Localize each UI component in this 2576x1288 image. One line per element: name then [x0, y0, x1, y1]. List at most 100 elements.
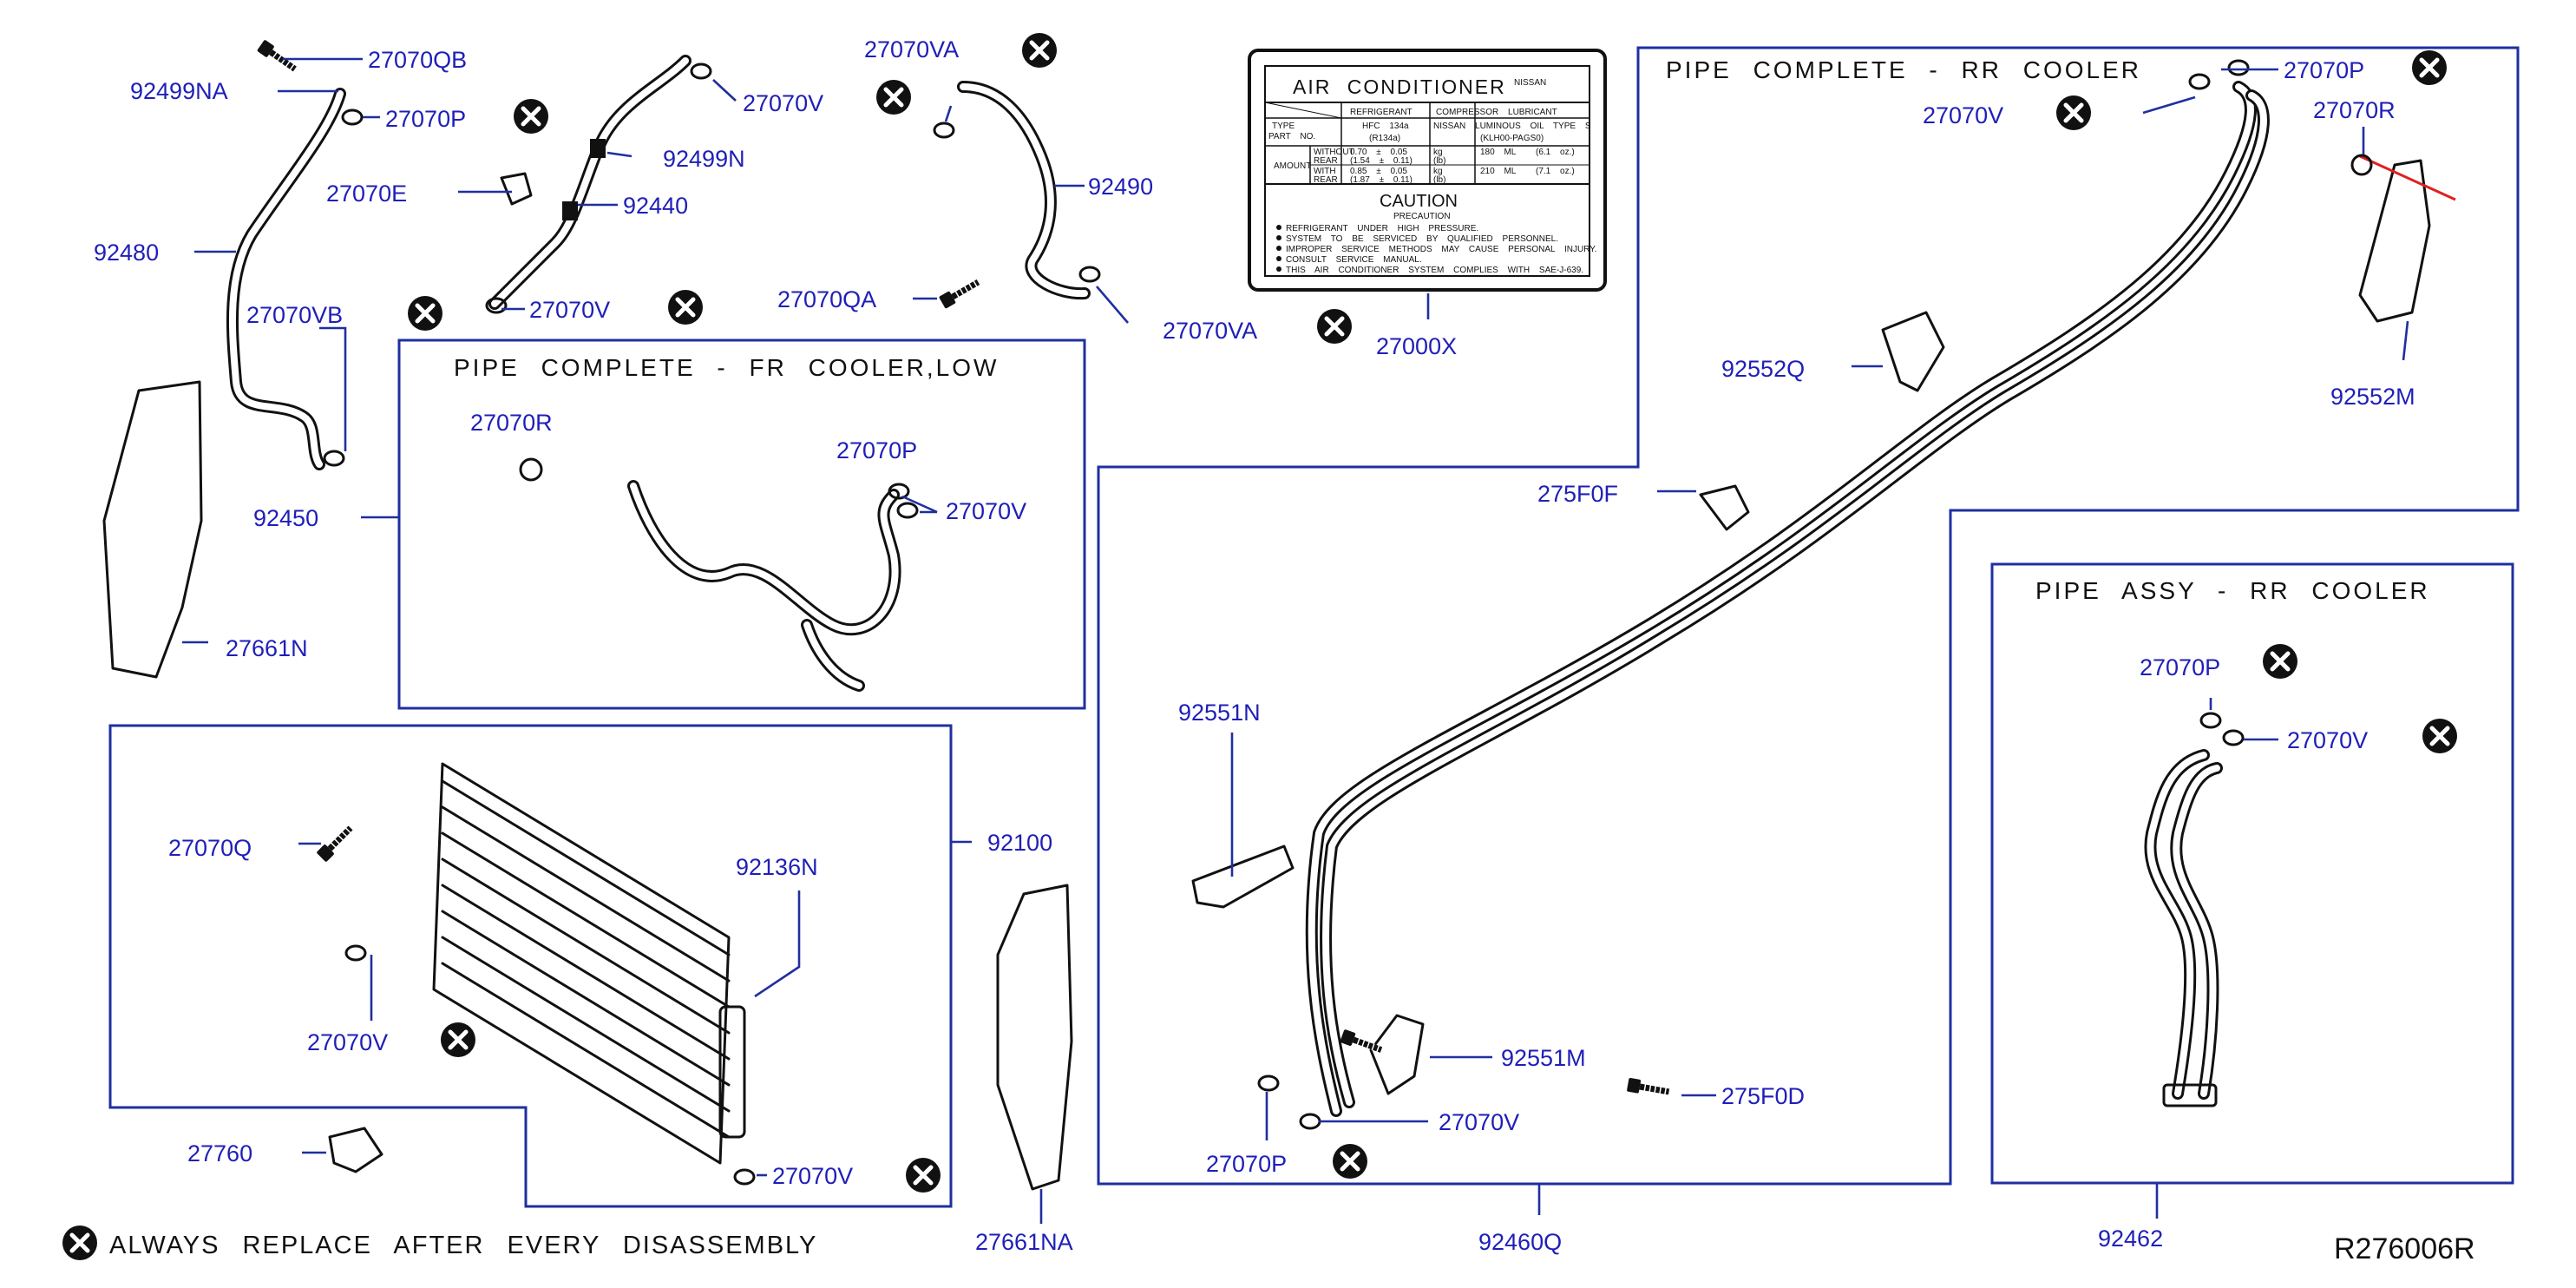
card-row2-g: 210 ML	[1480, 167, 1517, 176]
box-title-rr-cooler-assy: PIPE ASSY - RR COOLER	[2035, 577, 2430, 604]
card-row2-b: REAR	[1314, 175, 1338, 185]
label-27070R-rr: 27070R	[2313, 97, 2396, 123]
label-27070VA-top: 27070VA	[864, 36, 959, 62]
label-27070P: 27070P	[385, 106, 466, 132]
label-92552M: 92552M	[2330, 384, 2415, 410]
oring-27070V-g	[1299, 1113, 1321, 1130]
replace-x-icon	[2263, 644, 2297, 679]
label-92480: 92480	[94, 240, 159, 266]
card-col-refrigerant: REFRIGERANT	[1350, 108, 1413, 117]
card-hfc: HFC 134a	[1362, 122, 1409, 131]
replace-x-icon	[514, 99, 548, 134]
legend-x-icon	[62, 1226, 97, 1260]
label-92450: 92450	[253, 505, 318, 531]
box-rr-cooler-assy	[1990, 562, 2514, 1185]
bolt-275F0D	[1627, 1078, 1670, 1099]
label-27070E: 27070E	[326, 181, 407, 207]
card-part-no: PART NO.	[1268, 132, 1315, 141]
label-27070QA: 27070QA	[777, 286, 876, 312]
label-92499N: 92499N	[663, 146, 745, 172]
card-row2-c: 0.85 ± 0.05	[1350, 167, 1407, 176]
card-bullet-2: SYSTEM TO BE SERVICED BY QUALIFIED PERSO…	[1286, 234, 1558, 244]
oring-27070V-a	[690, 62, 712, 80]
oring-27070P-d	[1257, 1074, 1280, 1092]
diagram-reference: R276006R	[2334, 1232, 2475, 1265]
label-92460Q: 92460Q	[1478, 1229, 1562, 1255]
replace-x-icon	[2412, 50, 2447, 85]
label-27070V-lower: 27070V	[529, 297, 610, 323]
replace-x-icon	[408, 296, 442, 331]
replace-x-icon	[876, 80, 911, 115]
oring-27070V-f	[2188, 73, 2211, 90]
label-27070V-cond-bottom: 27070V	[772, 1163, 853, 1189]
bolt-27070Q	[316, 823, 355, 862]
card-bullet-5: THIS AIR CONDITIONER SYSTEM COMPLIES WIT…	[1286, 266, 1583, 275]
bracket-92552M	[2358, 159, 2431, 323]
label-92490: 92490	[1088, 174, 1153, 200]
oring-27070VB	[323, 450, 345, 467]
label-275F0D: 275F0D	[1721, 1083, 1805, 1109]
card-row1-c: 0.70 ± 0.05	[1350, 148, 1407, 157]
card-row2-f: (lb)	[1433, 175, 1445, 185]
oring-27070P-c	[2227, 59, 2250, 76]
shield-27661N	[102, 380, 203, 679]
shield-27661NA	[996, 884, 1073, 1191]
card-row2-h: (7.1 oz.)	[1536, 167, 1575, 176]
box-title-fr-cooler-low: PIPE COMPLETE - FR COOLER,LOW	[454, 354, 999, 381]
bracket-92551M	[1369, 1014, 1425, 1095]
label-92551N: 92551N	[1178, 700, 1261, 726]
label-27760: 27760	[187, 1140, 252, 1166]
card-row2-a: WITH	[1314, 167, 1336, 176]
label-92136N: 92136N	[736, 854, 818, 880]
leader-lines	[182, 57, 2409, 1224]
card-caution: CAUTION	[1380, 192, 1458, 211]
label-27070V-assy: 27070V	[2287, 727, 2368, 753]
card-brand: NISSAN	[1514, 78, 1546, 88]
legend-text: ALWAYS REPLACE AFTER EVERY DISASSEMBLY	[109, 1232, 817, 1259]
pipe-fr-cooler-low	[627, 480, 901, 692]
oring-27070V-d	[344, 944, 367, 962]
box-title-rr-cooler-complete: PIPE COMPLETE - RR COOLER	[1666, 56, 2141, 83]
label-27070R-fr: 27070R	[470, 410, 553, 436]
replace-x-icon	[441, 1022, 475, 1057]
box-rr-cooler-complete	[1097, 46, 2520, 1186]
card-bullets: REFRIGERANT UNDER HIGH PRESSURE. SYSTEM …	[1276, 224, 1596, 275]
pipe-rr-cooler-assy	[2144, 749, 2223, 1107]
ac-label-card: AIR CONDITIONER NISSAN REFRIGERANT COMPR…	[1248, 49, 1607, 292]
label-92499NA: 92499NA	[130, 78, 228, 104]
card-precaution: PRECAUTION	[1393, 212, 1451, 221]
card-type: TYPE	[1272, 122, 1295, 131]
label-27070VA-bottom: 27070VA	[1163, 318, 1257, 344]
grommet-27070R-a	[519, 457, 543, 482]
card-row2-d: (1.87 ± 0.11)	[1350, 175, 1413, 185]
replace-x-icon	[2056, 95, 2091, 130]
hose-92480	[226, 88, 346, 470]
label-27070V-upper: 27070V	[743, 90, 823, 116]
box-fr-cooler-low	[397, 338, 1086, 710]
label-27070Q: 27070Q	[168, 835, 252, 861]
bolt-27070QB	[257, 39, 298, 75]
card-row1-h: (6.1 oz.)	[1536, 148, 1575, 157]
replace-x-icon	[1317, 309, 1352, 344]
label-92462: 92462	[2098, 1226, 2163, 1252]
card-row1-e: kg	[1433, 148, 1443, 157]
accent-line	[2359, 154, 2456, 201]
card-row1-f: (lb)	[1433, 156, 1445, 166]
oring-27070V-h	[2222, 729, 2245, 746]
card-row1-g: 180 ML	[1480, 148, 1517, 157]
clip-275F0F	[1699, 484, 1750, 531]
label-27661NA: 27661NA	[975, 1229, 1073, 1255]
card-amount: AMOUNT	[1274, 161, 1311, 171]
card-row1-a: WITHOUT	[1314, 148, 1354, 157]
hose-92440	[488, 55, 692, 310]
bracket-92551N	[1191, 844, 1295, 909]
grommet-27070R-b	[2350, 154, 2373, 176]
bracket-92552Q	[1881, 311, 1945, 392]
pipe-rr-cooler-complete	[1305, 81, 2270, 1117]
label-27070V-rr: 27070V	[1923, 102, 2003, 128]
label-27070VB: 27070VB	[246, 302, 343, 328]
oring-27070P-e	[2199, 712, 2222, 729]
label-275F0F: 275F0F	[1537, 481, 1618, 507]
part-labels: 27070QB 92499NA 27070P 92480 27070VB 924…	[94, 36, 2415, 1255]
